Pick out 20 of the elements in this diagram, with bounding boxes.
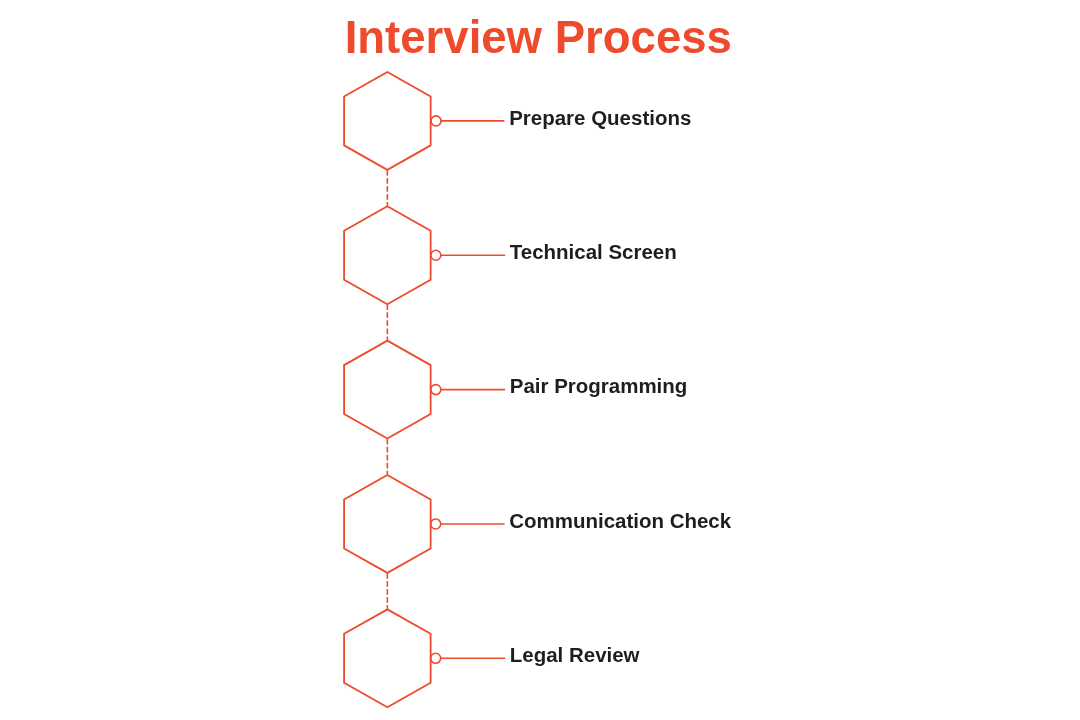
node-text: Pair Programming: [509, 374, 687, 398]
connector: [429, 652, 506, 665]
connector: [429, 383, 506, 396]
diagram-title: Interview Process: [344, 11, 732, 63]
node-text: Prepare Questions: [508, 105, 691, 129]
connector: [429, 518, 505, 530]
node-hexagon: [342, 608, 432, 709]
node-text: Technical Screen: [509, 240, 677, 264]
connector: [429, 115, 505, 127]
node-hexagon: [342, 70, 432, 171]
node-hexagon: [342, 473, 432, 574]
node-text: Legal Review: [509, 643, 640, 667]
connector: [386, 572, 388, 610]
node-text: Communication Check: [508, 508, 731, 532]
node-hexagon: [342, 205, 432, 306]
connector: [386, 438, 388, 476]
connector: [429, 249, 506, 262]
connector: [386, 169, 388, 207]
node-hexagon: [342, 339, 432, 440]
connector: [386, 303, 388, 341]
